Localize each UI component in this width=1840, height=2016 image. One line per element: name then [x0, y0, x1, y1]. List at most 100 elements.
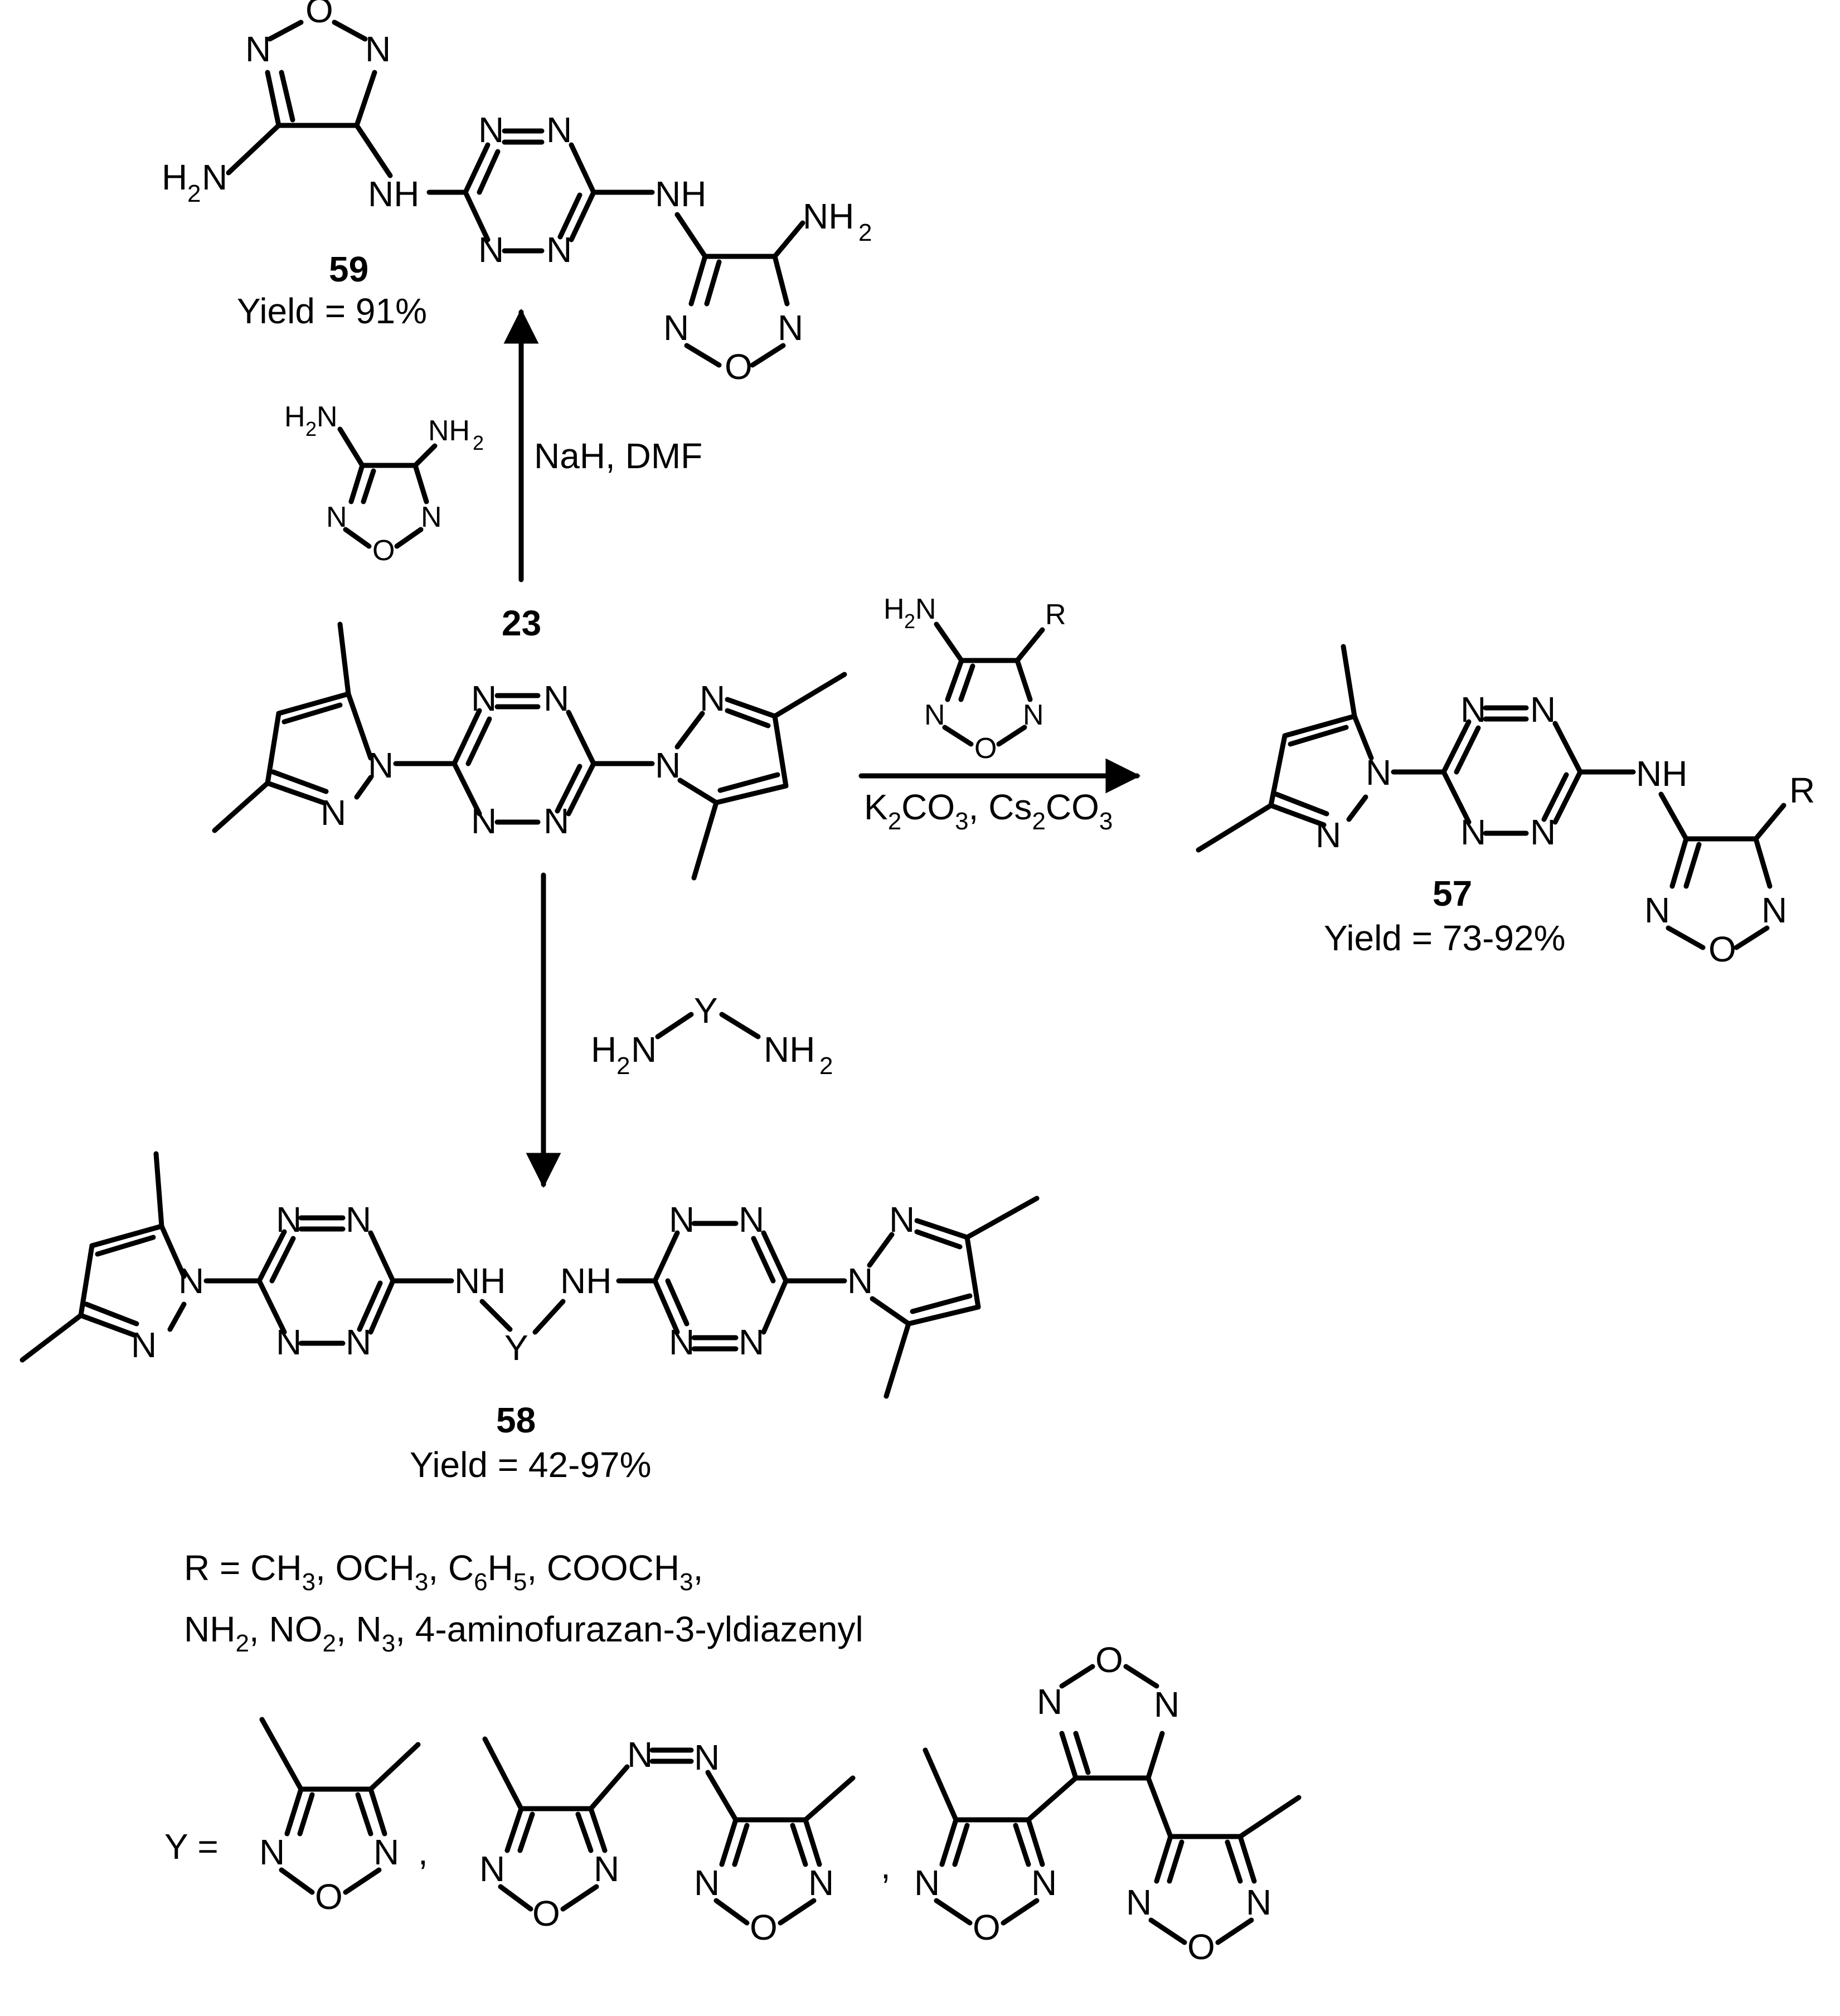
sub-2: 2: [187, 180, 201, 207]
atom-n: N: [478, 110, 504, 150]
atom-n: N: [543, 678, 569, 718]
y-option-azofurazan: N N O N N N N O: [479, 1735, 856, 1947]
atom-n: N: [1761, 890, 1787, 930]
atom-n: N: [594, 1849, 619, 1889]
atom-n: N: [365, 29, 391, 69]
sub-2: 2: [305, 417, 317, 440]
atom-n: N: [245, 29, 271, 69]
atom-n: N: [479, 1849, 505, 1889]
atom-y: Y: [694, 990, 718, 1031]
compound-23-structure: N N N N N N N N: [212, 621, 847, 881]
atom-o: O: [532, 1893, 560, 1934]
atom-nh: NH: [560, 1261, 611, 1301]
sub-2: 2: [858, 219, 872, 246]
compound-59-structure: N O N H 2 N NH N N N N NH NH: [162, 0, 872, 387]
atom-h: H: [284, 401, 305, 433]
y-option-terfurazan: N N O N N O N N O: [914, 1640, 1302, 1967]
atom-nh2: NH: [764, 1029, 815, 1070]
atom-n: N: [669, 1199, 695, 1240]
atom-h: H: [162, 157, 187, 197]
atom-n: N: [471, 678, 497, 718]
atom-n: N: [669, 1322, 695, 1362]
atom-o: O: [1187, 1927, 1215, 1967]
compound-58-yield: Yield = 42-97%: [410, 1445, 651, 1485]
atom-n: N: [1037, 1682, 1062, 1722]
atom-n: N: [1460, 812, 1486, 852]
atom-n: N: [627, 1735, 653, 1775]
atom-o: O: [372, 535, 395, 567]
atom-o: O: [1095, 1640, 1123, 1680]
atom-n: N: [368, 745, 394, 785]
compound-57-label: 57: [1433, 873, 1472, 914]
sub-2: 2: [616, 1052, 630, 1080]
atom-n: N: [808, 1863, 834, 1903]
atom-h: H: [591, 1029, 616, 1070]
atom-n: N: [915, 593, 936, 625]
r-definition-line1: R = CH3, OCH3, C6H5, COOCH3,: [184, 1548, 703, 1596]
atom-n: N: [1031, 1863, 1057, 1903]
atom-o: O: [973, 1907, 1001, 1947]
atom-h: H: [883, 593, 905, 625]
atom-nh: NH: [368, 174, 419, 214]
atom-n: N: [1366, 752, 1391, 793]
atom-n: N: [914, 1863, 940, 1903]
atom-n: N: [202, 157, 227, 197]
atom-o: O: [305, 0, 333, 30]
sub-2: 2: [904, 610, 915, 633]
y-definition-prefix: Y =: [164, 1826, 219, 1867]
atom-n: N: [1530, 689, 1556, 730]
y-separator-comma: ,: [881, 1846, 891, 1886]
atom-r: R: [1045, 599, 1066, 631]
atom-n: N: [259, 1832, 285, 1872]
atom-o: O: [315, 1877, 343, 1917]
reagent-diamine-y: Y H 2 N NH 2: [591, 990, 833, 1080]
atom-n: N: [1154, 1684, 1179, 1724]
y-option-furazan: N N O: [259, 1717, 421, 1917]
atom-n: N: [478, 230, 504, 270]
atom-n: N: [326, 501, 347, 533]
atom-n: N: [373, 1832, 399, 1872]
atom-n: N: [778, 308, 803, 348]
r-definition-line2: NH2, NO2, N3, 4-aminofurazan-3-yldiazeny…: [184, 1609, 863, 1657]
atom-nh2: NH: [428, 415, 470, 447]
compound-23-label: 23: [502, 603, 541, 643]
atom-n: N: [631, 1029, 657, 1070]
atom-n: N: [543, 801, 569, 841]
compound-58-label: 58: [496, 1400, 536, 1440]
sub-2: 2: [473, 431, 484, 454]
compound-57-structure: N N N N N N NH R N N O: [1196, 644, 1815, 969]
atom-n: N: [546, 110, 572, 150]
atom-n: N: [1126, 1882, 1152, 1922]
atom-n: N: [739, 1322, 764, 1362]
atom-o: O: [974, 732, 997, 765]
reagent-base-k: K2CO3, Cs2CO3: [864, 787, 1113, 835]
compound-58-structure: N N N N N N NH Y NH N N N N: [20, 1151, 1040, 1399]
atom-n: N: [1460, 689, 1486, 730]
atom-o: O: [750, 1907, 778, 1947]
atom-o: O: [725, 347, 752, 387]
compound-59-label: 59: [329, 249, 368, 289]
atom-n: N: [346, 1199, 371, 1240]
atom-n: N: [663, 308, 689, 348]
atom-n: N: [471, 801, 497, 841]
reagent-diaminofurazan: H 2 N NH 2 N N O: [284, 401, 484, 567]
atom-nh: NH: [1636, 754, 1687, 794]
atom-n: N: [694, 1863, 720, 1903]
atom-n: N: [1246, 1882, 1271, 1922]
atom-n: N: [700, 678, 725, 718]
atom-n: N: [889, 1199, 915, 1240]
reagent-up-conditions: NaH, DMF: [534, 436, 702, 476]
atom-nh2: NH: [803, 196, 854, 236]
atom-n: N: [1315, 815, 1341, 855]
atom-n: N: [924, 699, 945, 731]
sub-2: 2: [819, 1052, 833, 1080]
atom-n: N: [1644, 890, 1670, 930]
atom-n: N: [131, 1325, 157, 1365]
atom-n: N: [178, 1261, 204, 1301]
atom-y: Y: [504, 1328, 528, 1368]
atom-r: R: [1789, 770, 1815, 810]
atom-n: N: [317, 401, 338, 433]
compound-59-yield: Yield = 91%: [237, 291, 427, 331]
y-separator-comma: ,: [418, 1832, 428, 1872]
